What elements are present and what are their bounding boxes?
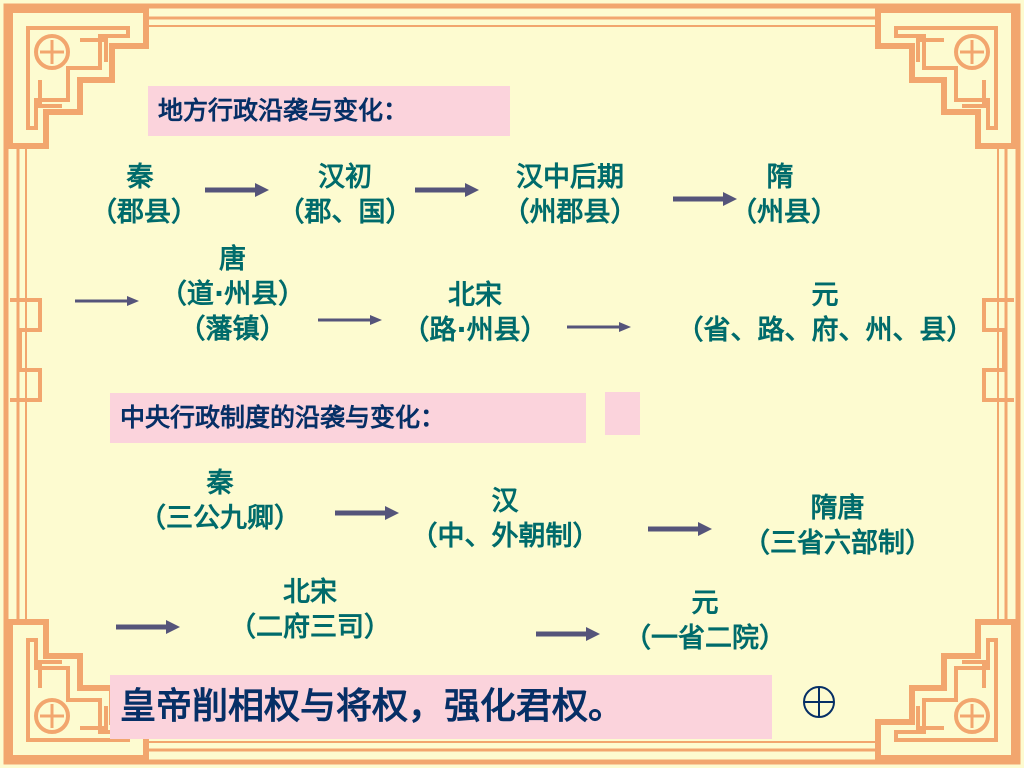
stage-song-central: 北宋 （二府三司） [210, 575, 410, 645]
stage-name: 汉中后期 [516, 162, 624, 193]
stage-system: （中、外朝制） [410, 521, 600, 552]
stage-han-late: 汉中后期 （州郡县） [490, 160, 650, 230]
stage-name: 汉初 [318, 162, 372, 193]
conclusion-text: 皇帝削相权与将权，强化君权。 [110, 675, 772, 739]
stage-system: （道·州县） [159, 279, 306, 310]
stage-yuan-central: 元 （一省二院） [615, 586, 795, 656]
stage-name: 秦 [126, 162, 154, 193]
arrow-icon [648, 522, 712, 536]
central-heading: 中央行政制度的沿袭与变化： [110, 393, 586, 443]
stage-yuan-local: 元 （省、路、府、州、县） [640, 278, 1010, 348]
stage-name: 汉 [491, 486, 519, 517]
stage-system: （三公九卿） [139, 503, 301, 534]
stage-name: 隋 [766, 162, 794, 193]
stage-han-central: 汉 （中、外朝制） [405, 484, 605, 554]
stage-name: 秦 [206, 468, 234, 499]
stage-name: 隋唐 [810, 493, 865, 524]
stage-name: 元 [811, 280, 839, 311]
local-heading: 地方行政沿袭与变化： [148, 86, 510, 136]
stage-sui-local: 隋 （州县） [730, 160, 838, 230]
arrow-icon [116, 620, 180, 634]
arrow-icon [536, 627, 600, 641]
stage-extra: （藩镇） [178, 314, 287, 345]
stage-name: 北宋 [448, 280, 502, 311]
arrow-icon [673, 192, 737, 206]
stage-system: （三省六部制） [743, 528, 932, 559]
stage-qin-central: 秦 （三公九卿） [120, 466, 320, 536]
stage-qin-local: 秦 （郡县） [90, 160, 198, 230]
stage-name: 唐 [219, 244, 246, 275]
stage-suitang: 隋唐 （三省六部制） [725, 491, 950, 561]
stage-han-early: 汉初 （郡、国） [275, 160, 415, 230]
stage-system: （州郡县） [502, 197, 638, 228]
stage-song-local: 北宋 （路·州县） [390, 278, 560, 348]
pink-marker-box [605, 392, 640, 435]
crosshair-circle-icon [803, 686, 835, 718]
arrow-icon [567, 322, 631, 332]
stage-system: （郡、国） [277, 197, 413, 228]
stage-name: 元 [691, 588, 719, 619]
stage-name: 北宋 [283, 577, 337, 608]
arrow-icon [205, 183, 269, 197]
arrow-icon [415, 183, 479, 197]
stage-system: （郡县） [90, 197, 198, 228]
arrow-icon [335, 506, 399, 520]
stage-system: （州县） [730, 197, 838, 228]
stage-system: （省、路、府、州、县） [676, 315, 974, 346]
stage-tang: 唐 （道·州县） （藩镇） [145, 242, 320, 347]
stage-system: （路·州县） [402, 315, 548, 346]
arrow-icon [75, 296, 139, 306]
stage-system: （二府三司） [229, 612, 391, 643]
stage-system: （一省二院） [624, 623, 786, 654]
arrow-icon [318, 315, 382, 325]
